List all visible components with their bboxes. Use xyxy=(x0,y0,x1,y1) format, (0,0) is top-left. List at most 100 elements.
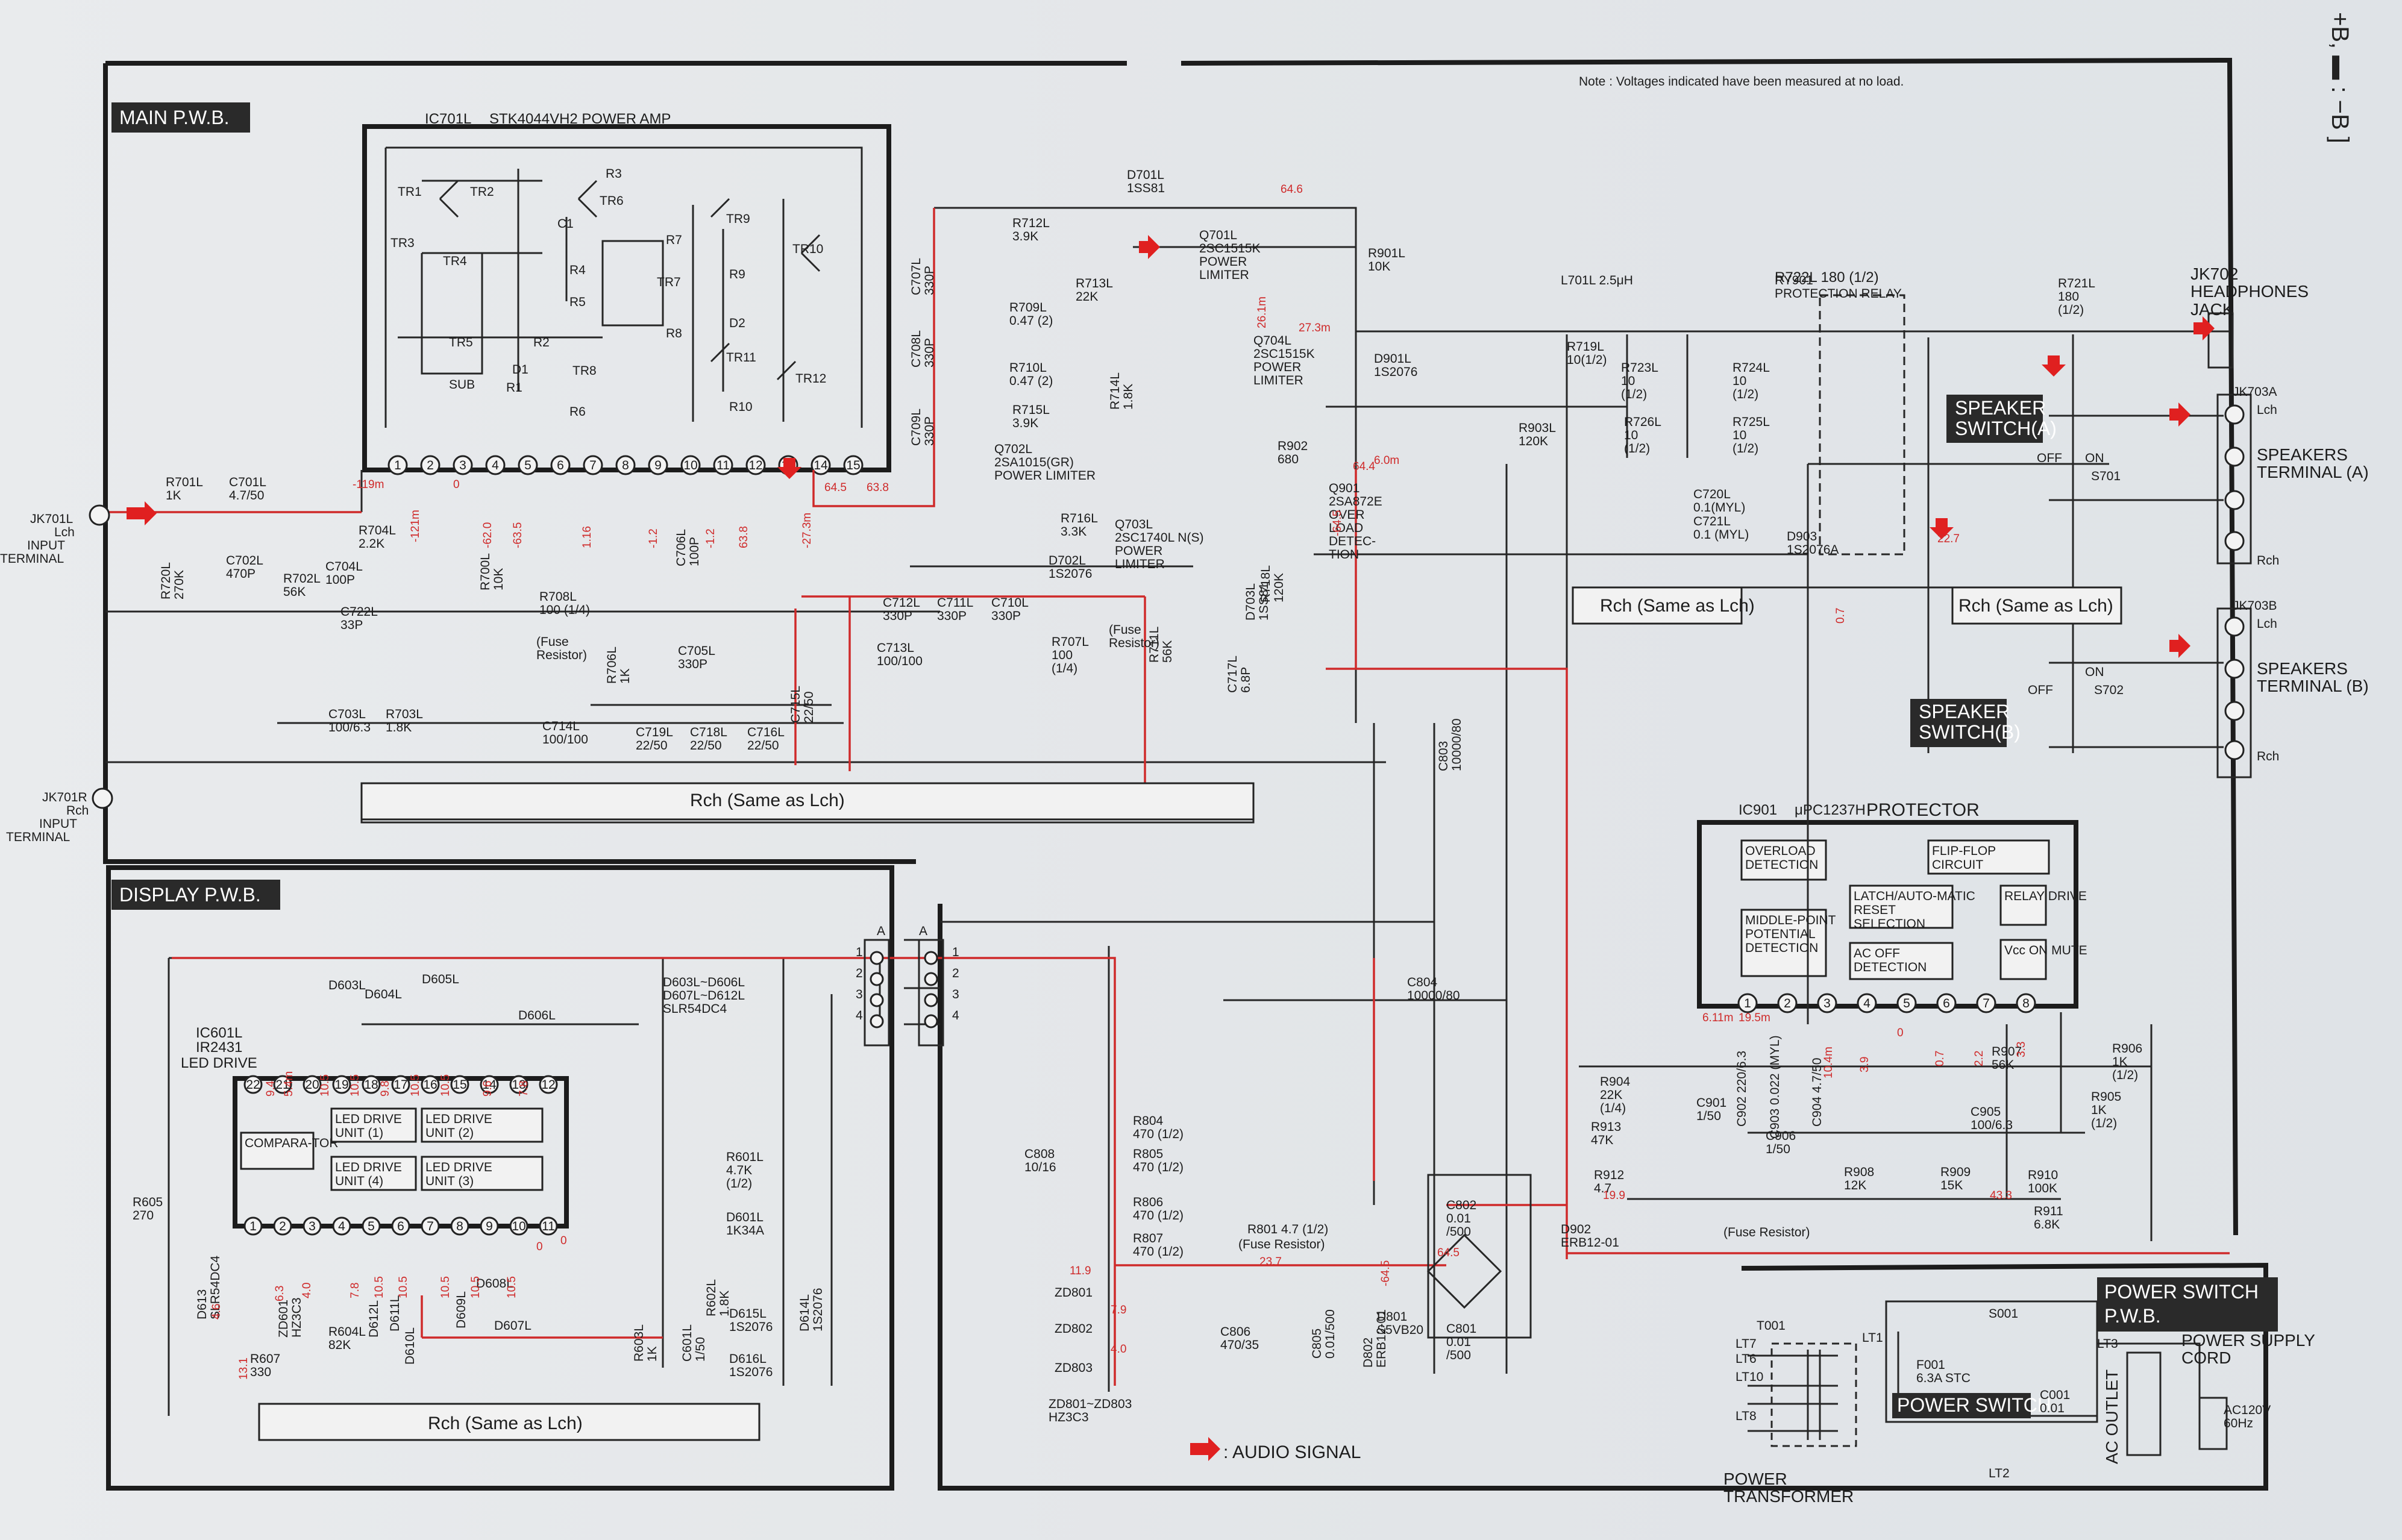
component-label: R903L 120K xyxy=(1519,421,1556,449)
component-label: C705L 330P xyxy=(678,644,715,672)
ic901-pin-label: 3 xyxy=(1823,997,1831,1010)
connector-a-label: A xyxy=(919,924,928,938)
voltage-reading: 0 xyxy=(536,1241,543,1253)
headphones-jack-label: JK702 HEADPHONES JACK xyxy=(2190,264,2309,319)
ic601l-pin-9 xyxy=(480,1216,499,1236)
component-label: D901L 1S2076 xyxy=(1374,352,1418,380)
component-label: C801 0.01 /500 xyxy=(1446,1322,1477,1363)
component-label: (Fuse Resistor) xyxy=(1109,623,1160,651)
power-plug-symbol xyxy=(2198,1397,2228,1450)
svg-text:SWITCH(B): SWITCH(B) xyxy=(1919,721,2021,743)
speaker-terminals-b xyxy=(2216,607,2252,778)
component-label: C715L 22/50 xyxy=(789,686,817,723)
terminal-caption: Rch xyxy=(2257,750,2280,763)
ic701l-pin-3 xyxy=(453,455,473,475)
voltage-reading: -62.0 xyxy=(481,522,494,548)
ic601l-pin-label: 10 xyxy=(512,1219,525,1233)
ic601l-pin-19 xyxy=(332,1075,351,1094)
svg-text:SWITCH(A): SWITCH(A) xyxy=(1955,418,2057,439)
ic601l-block-3 xyxy=(421,1107,544,1143)
component-label: S001 xyxy=(1989,1307,2019,1321)
component-label: R905 1K (1/2) xyxy=(2091,1090,2122,1131)
ic701l-pin-9 xyxy=(648,455,668,475)
component-label: D601L 1K34A xyxy=(726,1210,765,1238)
ic601l-name: LED DRIVE xyxy=(181,1055,257,1071)
ic901-block-5 xyxy=(1740,909,1827,977)
ic901-pin-label: 1 xyxy=(1744,997,1751,1010)
component-label: ZD601 HZ3C3 xyxy=(277,1297,304,1338)
ic901-name: PROTECTOR xyxy=(1866,800,1980,820)
component-label: C722L 33P xyxy=(340,605,378,633)
connector-pin-number: 4 xyxy=(856,1009,863,1022)
ic601l-pin-label: 14 xyxy=(482,1078,497,1092)
voltage-reading: 1.16 xyxy=(581,526,594,548)
terminal-caption: ON xyxy=(2085,665,2104,679)
ic701l-r10-label: R10 xyxy=(729,400,753,414)
svg-text:SPEAKER: SPEAKER xyxy=(1919,701,2010,722)
component-label: R700L 10K xyxy=(478,553,506,590)
main-pwb-frame xyxy=(103,57,2238,1236)
component-label: R703L 1.8K xyxy=(386,707,423,735)
voltage-reading: 0.7 xyxy=(1934,1050,1946,1066)
component-label: D801 S5VB20 xyxy=(1377,1310,1424,1338)
ic601l-pin-10 xyxy=(509,1216,528,1236)
voltage-reading: 63.8 xyxy=(738,526,750,548)
ic901-pin-label: 6 xyxy=(1943,997,1950,1010)
ic701l-pin-15 xyxy=(843,455,864,475)
component-label: D603L xyxy=(328,978,366,992)
voltage-reading: -1.2 xyxy=(704,528,717,548)
rch-block-2-label: Rch (Same as Lch) xyxy=(1958,596,2113,616)
ic601l-pin-12 xyxy=(539,1075,558,1094)
component-label: Q704L 2SC1515K POWER LIMITER xyxy=(1253,334,1315,388)
component-label: D609L xyxy=(454,1291,468,1329)
ic601l-pin-label: 11 xyxy=(542,1219,555,1233)
transformer-tap-label: LT3 xyxy=(2097,1337,2118,1351)
voltage-reading: 19.9 xyxy=(1603,1189,1625,1202)
component-label: R704L 2.2K xyxy=(359,524,396,551)
voltage-reading: 10.5 xyxy=(349,1074,362,1097)
voltage-reading: 7.8 xyxy=(349,1282,362,1298)
ic701l-pin-label: 6 xyxy=(557,459,564,472)
component-label: R906 1K (1/2) xyxy=(2112,1042,2143,1083)
speaker-terminal-a-ref: JK703A xyxy=(2233,385,2277,399)
connector-pin-number: 2 xyxy=(952,966,959,980)
component-label: D605L xyxy=(422,972,459,986)
component-label: R805 470 (1/2) xyxy=(1133,1147,1184,1175)
ic601l-pin-7 xyxy=(421,1216,440,1236)
component-label: R605 270 xyxy=(133,1195,163,1223)
ic701l-r1-label: R1 xyxy=(506,381,522,395)
rch-block-2 xyxy=(1951,586,2122,625)
ic701l-pin-11 xyxy=(713,455,733,475)
svg-text:MAIN P.W.B.: MAIN P.W.B. xyxy=(119,107,230,128)
component-label: R913 47K xyxy=(1591,1120,1622,1148)
component-label: C808 10/16 xyxy=(1024,1147,1056,1175)
rch-block-4-label: Rch (Same as Lch) xyxy=(428,1413,583,1433)
power-switch-label: POWER SWITCH xyxy=(1892,1393,2051,1418)
power-switch-box xyxy=(1885,1300,2098,1423)
component-label: R726L 10 (1/2) xyxy=(1624,415,1661,456)
ic701l-r4-label: R4 xyxy=(569,263,586,277)
component-label: D604L xyxy=(365,988,402,1001)
ic701l-tr8-label: TR8 xyxy=(572,364,597,378)
ac-outlet-label: AC OUTLET xyxy=(2103,1369,2121,1464)
component-label: C714L 100/100 xyxy=(542,719,588,747)
component-label: D701L 1SS81 xyxy=(1127,168,1165,196)
component-label: R602L 1.8K xyxy=(704,1279,732,1316)
component-label: R725L 10 (1/2) xyxy=(1733,415,1770,456)
ic701l-pin-7 xyxy=(583,455,603,475)
component-label: (Fuse Resistor) xyxy=(1723,1225,1810,1239)
ic701l-pin-label: 15 xyxy=(846,459,860,472)
voltage-reading: 7.8 xyxy=(518,1080,530,1097)
voltage-reading: 10.5 xyxy=(319,1074,331,1097)
ic601l-pin-4 xyxy=(332,1216,351,1236)
voltage-reading: -64.5 xyxy=(1331,510,1344,536)
component-label: Q703L 2SC1740L N(S) POWER LIMITER xyxy=(1115,518,1204,572)
ic901-block-1 xyxy=(1740,839,1827,881)
component-label: R801 4.7 (1/2) xyxy=(1247,1222,1329,1236)
component-label: R708L 100 (1/4) xyxy=(539,590,591,618)
ic601l-pin-6 xyxy=(391,1216,410,1236)
